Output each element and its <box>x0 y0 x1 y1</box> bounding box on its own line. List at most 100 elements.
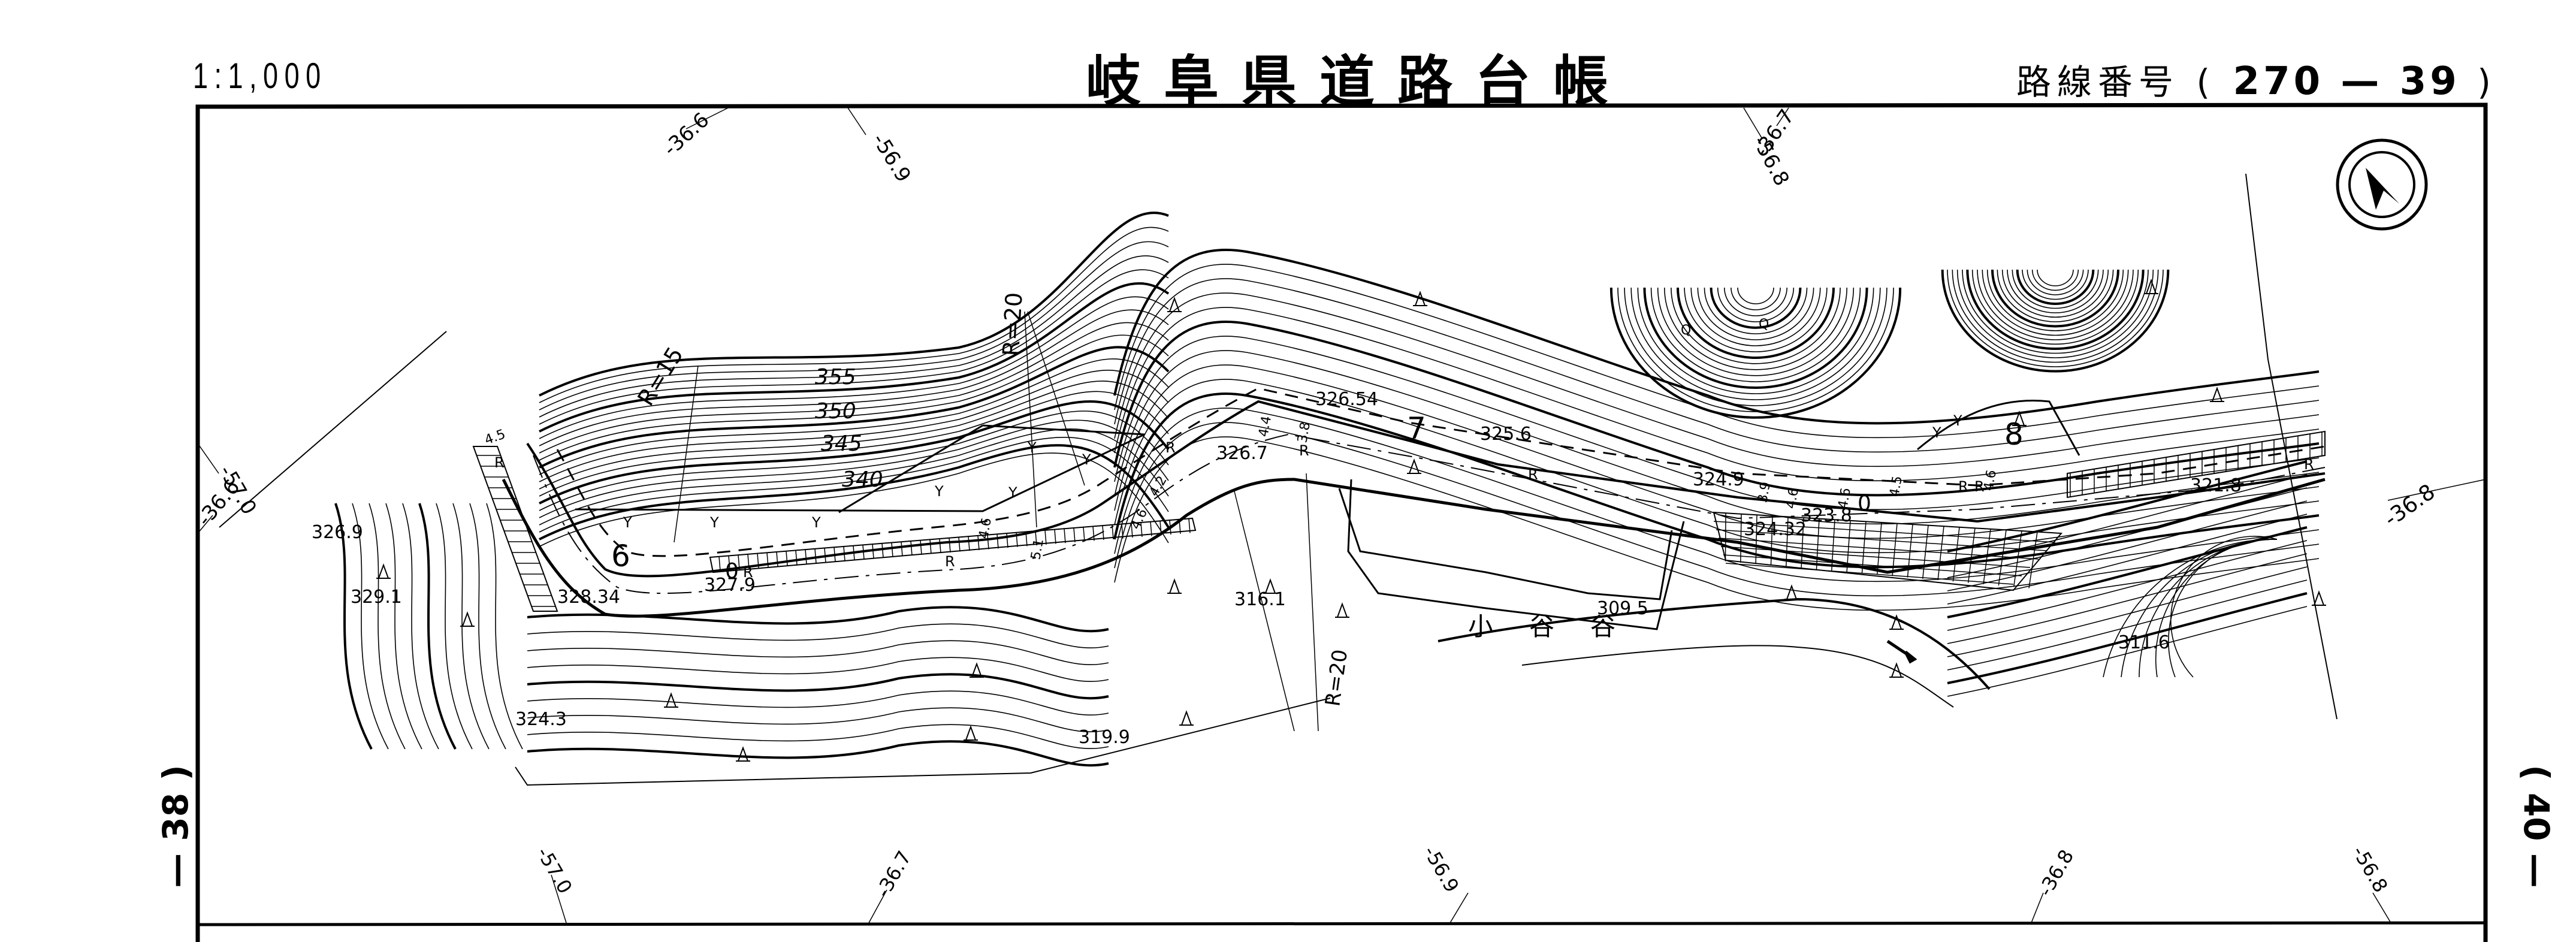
hatch-line <box>1054 529 1056 544</box>
contour-line <box>527 707 1109 733</box>
map-frame-bottom <box>197 921 2486 926</box>
contour-line <box>1966 269 2145 351</box>
hatch-line <box>1140 522 1143 538</box>
contour-line <box>1947 592 2308 684</box>
orchard-symbol: Q <box>1759 317 1769 332</box>
curve-radius-label: R=20 <box>998 292 1028 357</box>
contour-line <box>539 370 1169 482</box>
field-symbol: Y <box>1027 439 1037 456</box>
contour-line <box>1114 307 2320 482</box>
map-frame <box>195 102 2488 942</box>
hatch-line <box>1801 518 1804 568</box>
contour-line <box>1630 287 1881 400</box>
hatch-line <box>1092 526 1095 541</box>
road-width: 4.5 <box>483 427 508 448</box>
contour-line <box>539 391 1169 497</box>
contour-line <box>1114 350 2320 525</box>
hatch-line <box>757 553 759 568</box>
hatch-line <box>1188 518 1191 533</box>
vegetation-glyph <box>1335 602 1349 618</box>
road-width: 3.9 <box>1755 481 1774 504</box>
center-marker: 0 <box>1858 491 1871 516</box>
vegetation-glyph <box>970 662 984 678</box>
vegetation-glyph <box>2012 410 2027 426</box>
grid-tick-top-3: -36.7 <box>1750 105 1799 162</box>
contour-line <box>1962 269 2149 354</box>
grid-tick-top-0: -36.6 <box>659 108 714 161</box>
contour-line <box>1677 287 1835 359</box>
spot-height: 329.1 <box>351 587 402 608</box>
spot-height: 316.1 <box>1234 589 1286 610</box>
contour-line <box>539 334 1169 461</box>
contour-label-355: 355 <box>815 365 856 390</box>
contour-line <box>469 503 506 750</box>
contour-line <box>539 400 1170 505</box>
field-symbol: Y <box>1953 412 1962 429</box>
spot-height: 326.54 <box>1315 389 1378 410</box>
spot-height: 327.9 <box>704 575 756 596</box>
grid-tick-bottom-4: -56.8 <box>2348 842 2392 896</box>
road-marker: R <box>1958 478 1968 495</box>
retaining-wall <box>472 430 2326 612</box>
contour-line <box>1947 566 2308 657</box>
vegetation-glyph <box>664 692 678 708</box>
contour-line <box>2170 536 2278 678</box>
hatch-line <box>1816 518 1820 570</box>
contour-line <box>1947 487 2308 578</box>
north-arrow-icon <box>2336 138 2428 231</box>
hatch-line <box>1967 528 1976 583</box>
vegetation-glyph <box>1167 578 1182 594</box>
contour-line <box>539 358 1169 475</box>
contour-line <box>1697 287 1814 340</box>
station-number: 7 <box>1407 411 1426 446</box>
hatch-line <box>1720 546 2031 568</box>
road-width: 3.8 <box>1295 421 1313 444</box>
contour-line <box>1114 407 2320 582</box>
field-symbol: Y <box>709 514 719 531</box>
vegetation-glyph <box>2210 387 2224 402</box>
vegetation-glyph <box>460 611 475 627</box>
road-edge-lower <box>502 478 2326 618</box>
grid-tick-bottom-2: -56.9 <box>1419 842 1463 896</box>
curve-radius-label: R=20 <box>1321 648 1352 708</box>
contour-line <box>1113 249 2320 425</box>
contour-line <box>1941 269 2170 372</box>
hatch-line <box>1159 521 1162 536</box>
spot-height: 311.6 <box>2118 632 2170 653</box>
spot-height: 319.9 <box>1079 727 1130 748</box>
hatch-line <box>862 545 865 560</box>
contour-line <box>452 503 490 750</box>
contour-line <box>1609 287 1902 419</box>
contour-line <box>539 346 1170 469</box>
road-marker: R <box>2304 456 2314 473</box>
vegetation-glyph <box>1167 297 1182 312</box>
spot-height: 323.8 <box>1801 505 1852 526</box>
contour-label-345: 345 <box>821 431 862 456</box>
contour-line <box>385 503 422 750</box>
contour-line <box>1947 460 2308 552</box>
hatch-line <box>929 539 932 554</box>
hatch-line <box>1121 524 1124 539</box>
contour-line <box>1952 269 2159 363</box>
contour-label-350: 350 <box>815 399 856 424</box>
hatch-line <box>1169 520 1171 535</box>
spot-height: 325.6 <box>1480 424 1532 445</box>
contour-line <box>1997 269 2114 322</box>
contour-line <box>1731 287 1781 310</box>
contour-line <box>539 269 1169 425</box>
contour-line <box>539 227 1169 403</box>
hatch-line <box>2013 530 2022 587</box>
hatch-line <box>872 544 874 559</box>
hatch-line <box>891 542 893 557</box>
hatch-line <box>814 548 817 563</box>
hatch-line <box>1725 563 2014 585</box>
road-marker: R <box>1528 466 1538 483</box>
contour-line <box>527 657 1109 683</box>
contour-line <box>1947 579 2308 671</box>
contour-line <box>1114 292 2320 467</box>
road-marker: R <box>1974 478 1985 495</box>
contour-line <box>1113 321 2320 497</box>
station-number: 6 <box>611 539 630 573</box>
route-open-paren: ( <box>2196 62 2216 102</box>
contour-line <box>2037 269 2074 286</box>
